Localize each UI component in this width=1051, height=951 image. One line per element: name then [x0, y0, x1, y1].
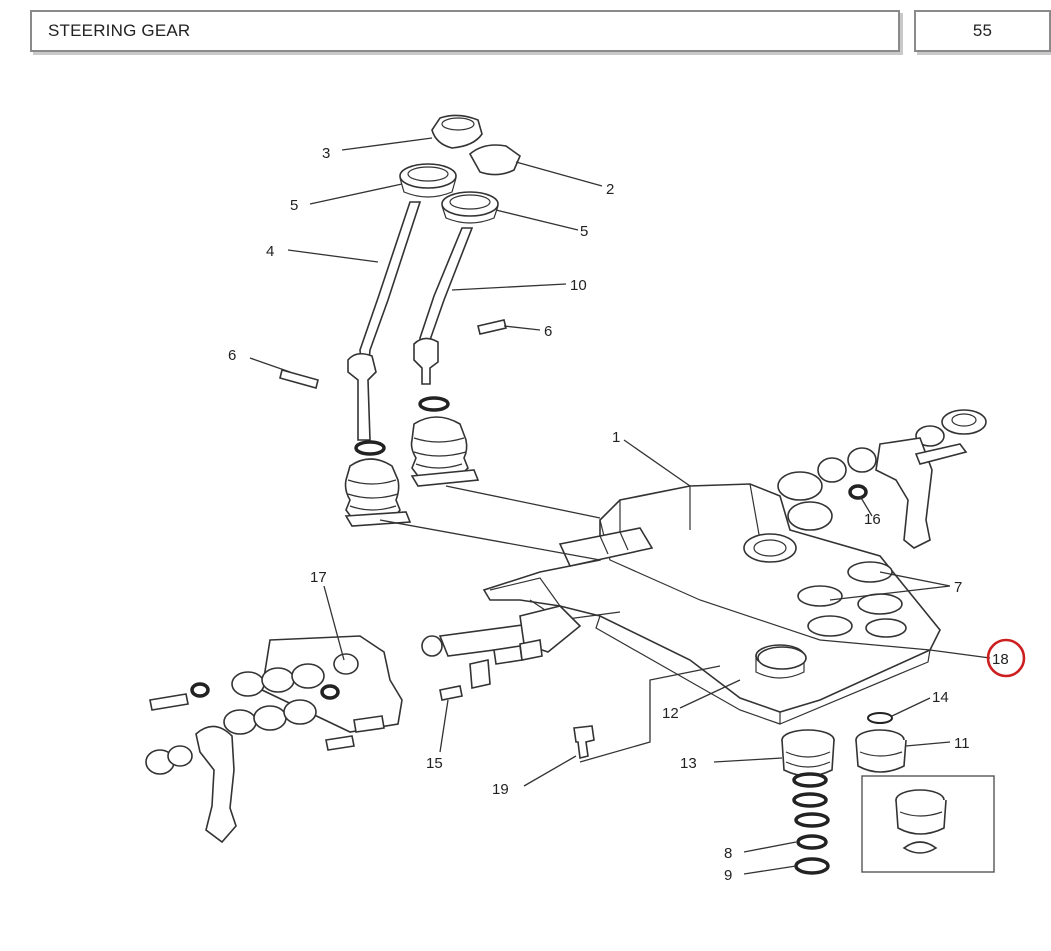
callout-18: 18 — [992, 651, 1009, 668]
boot-right — [410, 396, 480, 487]
gear-lever-4 — [347, 201, 422, 441]
page-number-box: 55 — [914, 10, 1051, 52]
adjuster-11 — [855, 729, 907, 773]
highlight-circle-18 — [986, 638, 1026, 678]
bracket-plates — [469, 639, 543, 689]
gear-lever-10 — [413, 227, 474, 385]
callout-14: 14 — [932, 689, 949, 706]
callout-16: 16 — [864, 511, 881, 528]
callout-10: 10 — [570, 277, 587, 294]
cover-plug-12 — [757, 646, 807, 670]
callout-3: 3 — [322, 145, 330, 162]
callout-19: 19 — [492, 781, 509, 798]
callout-2: 2 — [606, 181, 614, 198]
boot-left — [344, 440, 412, 527]
callout-17: 17 — [310, 569, 327, 586]
callout-1: 1 — [612, 429, 620, 446]
callout-13: 13 — [680, 755, 697, 772]
steering-gear-exploded-diagram: 3 2 5 5 4 10 6 6 1 16 17 7 18 14 12 11 1… — [145, 114, 1026, 884]
pin-6-right — [477, 319, 507, 335]
detail-inset — [861, 775, 995, 873]
seal-stack — [792, 772, 830, 875]
callout-9: 9 — [724, 867, 732, 884]
knob-cap-3 — [431, 114, 483, 149]
bolt-15 — [439, 685, 463, 701]
knob-ring-5-right — [441, 191, 499, 224]
callout-12: 12 — [662, 705, 679, 722]
o-ring-14 — [867, 712, 893, 724]
page-number: 55 — [972, 21, 993, 40]
knob-cap-2 — [468, 144, 521, 176]
pin-6-left — [279, 369, 319, 389]
steering-arm-right — [777, 409, 987, 549]
bolt-19 — [573, 725, 595, 759]
callout-8: 8 — [724, 845, 732, 862]
callout-6-right: 6 — [544, 323, 552, 340]
callout-7: 7 — [954, 579, 962, 596]
leader-lines — [249, 137, 991, 875]
callout-4: 4 — [266, 243, 274, 260]
page-title: STEERING GEAR — [48, 21, 191, 40]
knob-ring-5-left — [399, 163, 457, 198]
adjuster-13 — [781, 729, 835, 777]
callout-5-right: 5 — [580, 223, 588, 240]
steering-arm-left — [145, 635, 403, 844]
callout-11: 11 — [954, 735, 970, 752]
callout-6-left: 6 — [228, 347, 236, 364]
callout-5-left: 5 — [290, 197, 298, 214]
title-box: STEERING GEAR — [30, 10, 900, 52]
callout-15: 15 — [426, 755, 443, 772]
